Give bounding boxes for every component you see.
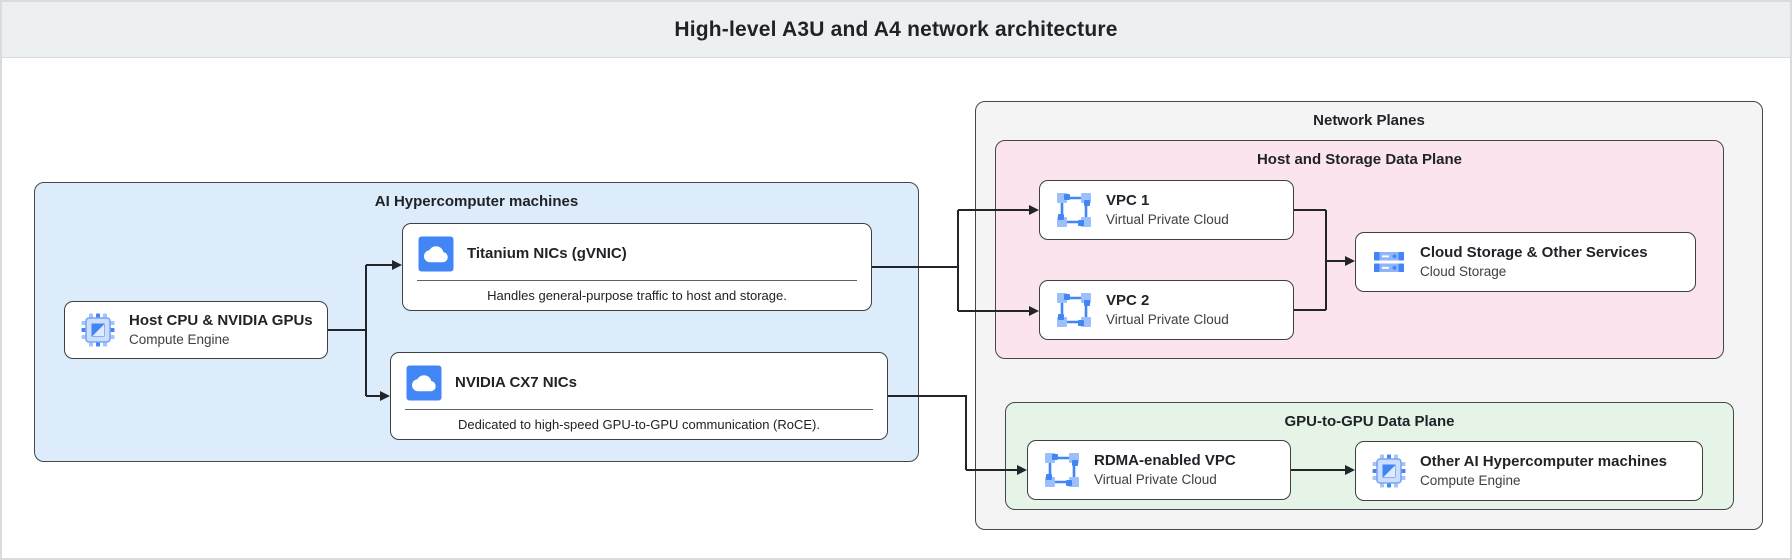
node-subtitle: Cloud Storage: [1420, 263, 1507, 279]
node-subtitle: Compute Engine: [129, 331, 230, 347]
node-subtitle: Virtual Private Cloud: [1094, 471, 1217, 487]
diagram-header: High-level A3U and A4 network architectu…: [2, 2, 1790, 58]
compute-engine-icon: [80, 312, 116, 348]
divider: [405, 409, 873, 410]
node-titanium-nics: Titanium NICs (gVNIC) Handles general-pu…: [402, 223, 872, 311]
gpu-plane-label: GPU-to-GPU Data Plane: [1284, 413, 1455, 430]
node-vpc1: VPC 1 Virtual Private Cloud: [1039, 180, 1294, 240]
node-title: NVIDIA CX7 NICs: [455, 374, 577, 391]
node-title: VPC 1: [1106, 192, 1150, 210]
vpc-icon: [1055, 291, 1093, 329]
node-title: VPC 2: [1106, 292, 1150, 310]
node-title: Host CPU & NVIDIA GPUs: [129, 312, 313, 330]
vpc-icon: [1043, 451, 1081, 489]
node-host-cpu: Host CPU & NVIDIA GPUs Compute Engine: [64, 301, 328, 359]
node-rdma-vpc: RDMA-enabled VPC Virtual Private Cloud: [1027, 440, 1291, 500]
node-title: RDMA-enabled VPC: [1094, 452, 1236, 470]
node-subtitle: Virtual Private Cloud: [1106, 311, 1229, 327]
vpc-icon: [1055, 191, 1093, 229]
node-subtitle: Virtual Private Cloud: [1106, 211, 1229, 227]
cloud-icon: [418, 236, 454, 272]
network-planes-label: Network Planes: [1313, 112, 1425, 129]
cloud-icon: [406, 365, 442, 401]
node-cx7-nics: NVIDIA CX7 NICs Dedicated to high-speed …: [390, 352, 888, 440]
node-title: Cloud Storage & Other Services: [1420, 244, 1648, 262]
hypercomputer-label: AI Hypercomputer machines: [374, 193, 579, 210]
node-vpc2: VPC 2 Virtual Private Cloud: [1039, 280, 1294, 340]
compute-engine-icon: [1371, 453, 1407, 489]
node-title: Titanium NICs (gVNIC): [467, 245, 627, 262]
cloud-storage-icon: [1371, 244, 1407, 280]
divider: [417, 280, 857, 281]
host-storage-plane-label: Host and Storage Data Plane: [1256, 151, 1463, 168]
node-description: Handles general-purpose traffic to host …: [487, 288, 787, 303]
node-title: Other AI Hypercomputer machines: [1420, 453, 1668, 471]
node-cloud-storage: Cloud Storage & Other Services Cloud Sto…: [1355, 232, 1696, 292]
node-description: Dedicated to high-speed GPU-to-GPU commu…: [458, 417, 820, 432]
node-subtitle: Compute Engine: [1420, 472, 1521, 488]
node-other-machines: Other AI Hypercomputer machines Compute …: [1355, 441, 1703, 501]
page-title: High-level A3U and A4 network architectu…: [674, 17, 1118, 41]
